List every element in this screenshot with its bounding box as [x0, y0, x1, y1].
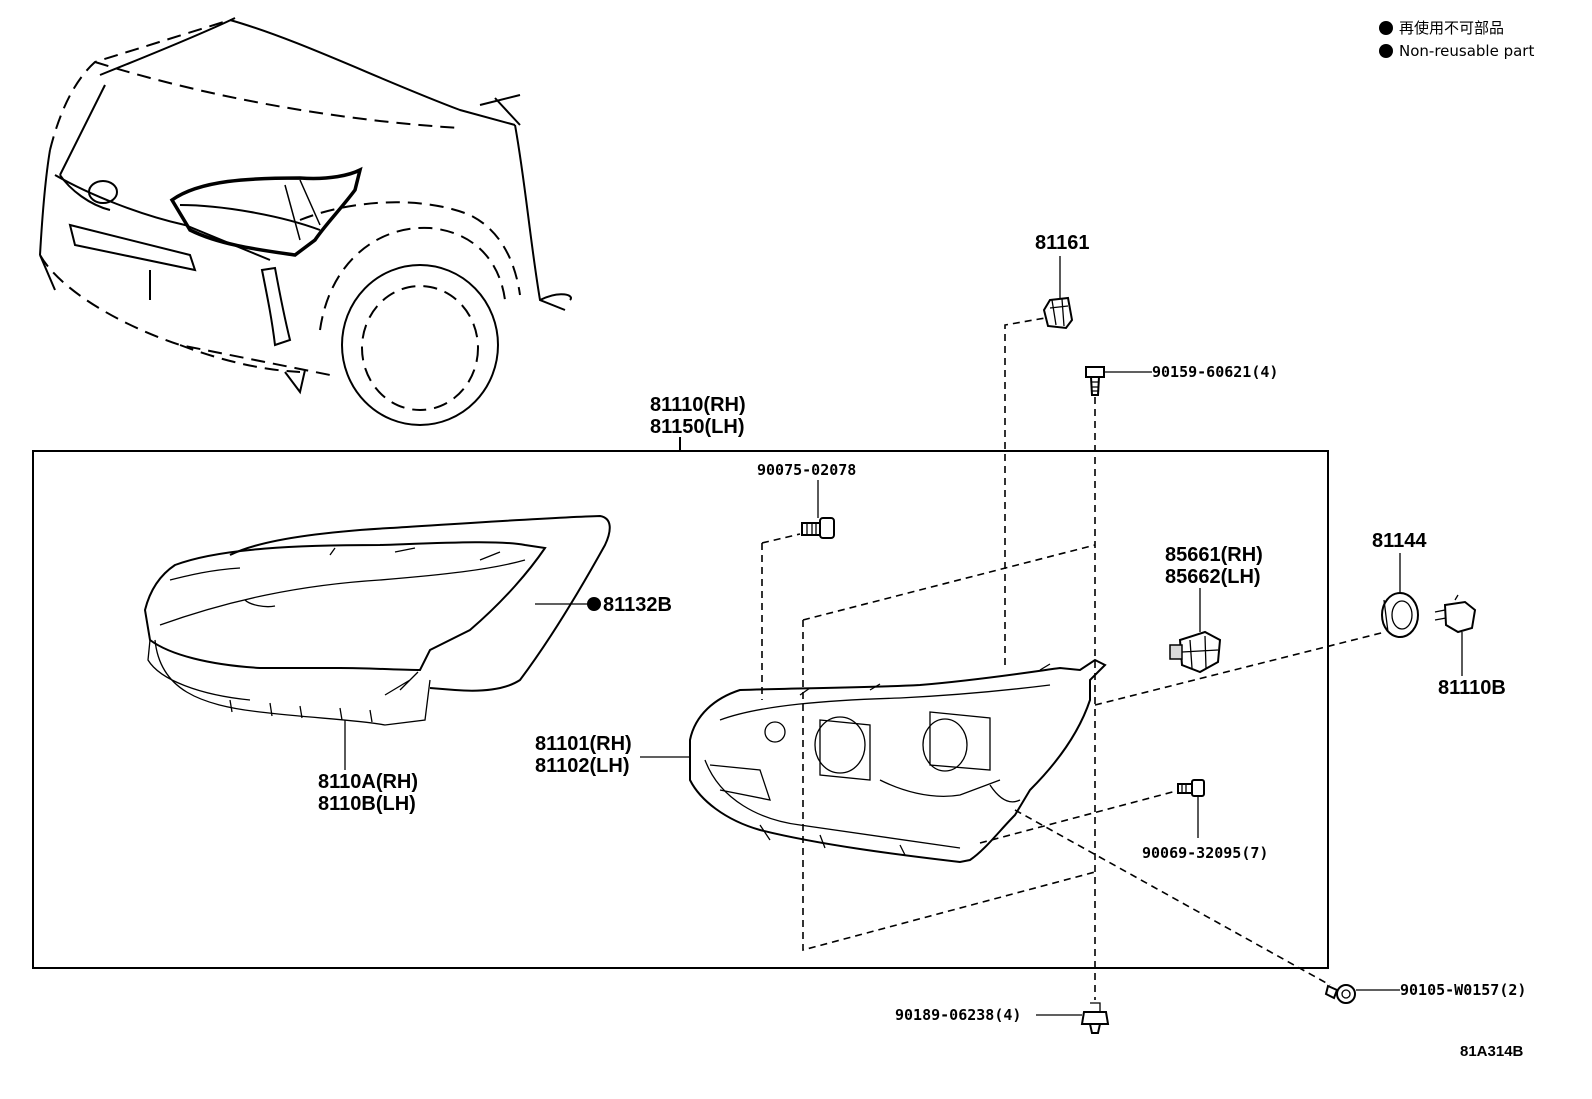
bracket-label: 81161 [1035, 232, 1090, 254]
screw-right-label: 90069-32095(7) [1142, 844, 1268, 862]
headlamp-housing-part [689, 658, 1107, 864]
screw-right-dashed [979, 789, 1181, 844]
clip-bottom-label: 90189-06238(4) [895, 1006, 1021, 1024]
screw-mid-label: 90075-02078 [757, 461, 856, 479]
clip-bottom-part [1080, 1002, 1110, 1034]
nut-right-part [1324, 984, 1356, 1004]
assembly-lh-label: 81150(LH) [650, 416, 745, 438]
gasket-seal-part [229, 514, 611, 692]
legend-bullet-icon [1379, 21, 1393, 35]
screw-top-label: 90159-60621(4) [1152, 363, 1278, 381]
legend: 再使用不可部品 Non-reusable part [1379, 19, 1534, 60]
lens-rh-label: 8110A(RH) [318, 771, 418, 793]
legend-bullet-icon [1379, 44, 1393, 58]
gasket-label: 81132B [603, 594, 672, 616]
diagram-code: 81A314B [1460, 1043, 1524, 1060]
bulb-label: 81110B [1438, 677, 1506, 699]
cover-label: 81144 [1372, 530, 1427, 552]
screw-right-part [1177, 779, 1205, 797]
assembly-rh-label: 81110(RH) [650, 394, 746, 416]
socket-rh-label: 85661(RH) [1165, 544, 1263, 566]
vehicle-locator-illustration [39, 17, 572, 426]
non-reusable-bullet-icon [587, 597, 601, 611]
housing-lh-label: 81102(LH) [535, 755, 630, 777]
screw-mid-part [801, 517, 835, 539]
headlamp-lens-part [143, 541, 547, 726]
screw-mid-dashed [761, 533, 801, 700]
bulb-socket-part [1169, 630, 1222, 674]
assembly-boundary-box [32, 450, 1329, 969]
legend-item-en: Non-reusable part [1399, 42, 1534, 60]
socket-lh-label: 85662(LH) [1165, 566, 1261, 588]
bracket-part [1042, 296, 1074, 330]
dust-cover-part [1381, 592, 1419, 638]
bulb-part [1434, 594, 1477, 634]
lens-lh-label: 8110B(LH) [318, 793, 416, 815]
nut-axis-dashed [1014, 809, 1331, 986]
bracket-dashed [1004, 317, 1046, 665]
housing-rh-label: 81101(RH) [535, 733, 632, 755]
cover-axis-dashed [1094, 631, 1386, 706]
nut-right-label: 90105-W0157(2) [1400, 981, 1526, 999]
screw-top-part [1085, 366, 1105, 396]
legend-item-jp: 再使用不可部品 [1399, 19, 1504, 37]
adjuster-frame-dashed [802, 544, 1096, 952]
